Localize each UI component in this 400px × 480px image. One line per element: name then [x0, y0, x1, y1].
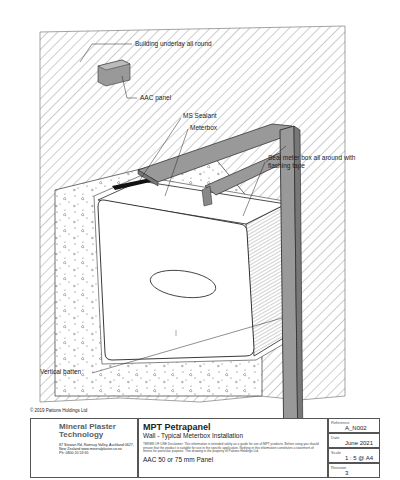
field-value: 1 : 5 @ A4	[345, 455, 373, 461]
title-field-cell: DateJune 2021	[328, 433, 380, 448]
title-note: Wall - Typical Meterbox Installation	[143, 432, 323, 440]
callout-label: Vertical batten	[40, 368, 81, 376]
title-note: 87 Stewart Rd, Ramsay Valley, Auckland 0…	[59, 443, 134, 452]
copyright-note: © 2019 Pattons Holdings Ltd	[30, 408, 87, 413]
callout-label: MS Sealant	[183, 112, 217, 120]
field-value: June 2021	[345, 440, 373, 446]
title-field-cell: Revision3	[328, 463, 380, 478]
field-name: Revision	[331, 465, 346, 470]
title-block-cell: MPT PetrapanelWall - Typical Meterbox In…	[138, 418, 328, 478]
title-field-cell: Scale 1 : 5 @ A4	[328, 448, 380, 463]
title-block-cell: Mineral Plaster Technology 87 Stewart Rd,…	[30, 418, 138, 478]
callout-label: Building underlay all round	[135, 40, 212, 48]
field-value: A_N002	[345, 425, 367, 431]
field-name: Date	[331, 435, 339, 440]
callout-label: AAC panel	[140, 94, 171, 102]
callout-label: Seal meter box all around with flashing …	[268, 154, 360, 170]
title-text: Mineral Plaster Technology	[59, 423, 134, 440]
title-text: MPT Petrapanel	[143, 422, 323, 432]
title-note: TERMS OF USE Disclaimer: This informatio…	[143, 443, 323, 454]
title-note: Ph: 0800 20 53 65	[59, 451, 134, 455]
title-field-cell: ReferenceA_N002	[328, 418, 380, 433]
callout-label: Meterbox	[190, 124, 217, 132]
field-name: Reference	[331, 420, 349, 425]
title-note: AAC 50 or 75 mm Panel	[143, 456, 323, 464]
field-value: 3	[345, 470, 348, 476]
field-name: Scale	[331, 450, 341, 455]
